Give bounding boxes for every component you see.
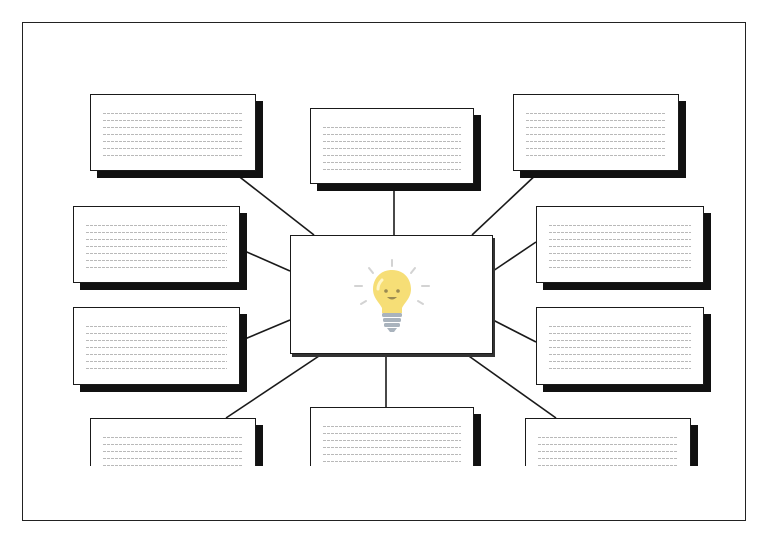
branch-box-bottom-center (310, 407, 474, 466)
writing-lines (538, 431, 678, 466)
writing-lines (323, 420, 461, 466)
branch-box-top-right (513, 94, 679, 171)
connector-lines (225, 170, 557, 419)
writing-lines (549, 219, 691, 272)
branch-box-top-left (90, 94, 256, 171)
writing-lines (526, 107, 666, 160)
connector-top-right (471, 170, 541, 236)
branch-box-mid-left-2 (73, 307, 240, 385)
connector-mid-right-2 (492, 319, 537, 343)
lightbulb-icon (354, 259, 430, 332)
connector-mid-right-1 (492, 241, 537, 272)
writing-lines (549, 320, 691, 374)
writing-lines (103, 107, 243, 160)
connector-top-left (231, 170, 315, 236)
writing-lines (86, 320, 227, 374)
writing-lines (103, 431, 243, 466)
branch-box-bottom-left (90, 418, 256, 466)
writing-lines (323, 121, 461, 173)
writing-lines (86, 219, 227, 272)
central-idea-box (290, 235, 493, 354)
branch-box-mid-right-1 (536, 206, 704, 283)
connector-bottom-left (225, 353, 323, 419)
branch-box-mid-left-1 (73, 206, 240, 283)
connector-mid-left-1 (239, 248, 291, 272)
branch-box-top-center (310, 108, 474, 184)
connector-bottom-right (465, 353, 557, 419)
connector-mid-left-2 (239, 319, 291, 342)
mind-map-area (24, 24, 744, 466)
branch-box-mid-right-2 (536, 307, 704, 385)
branch-box-bottom-right (525, 418, 691, 466)
